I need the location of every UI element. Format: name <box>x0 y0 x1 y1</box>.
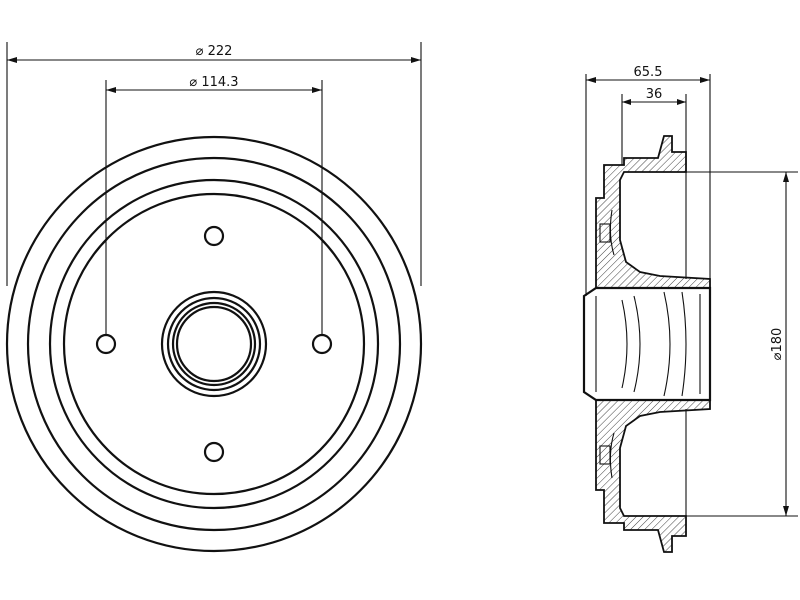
lower-lug <box>599 445 611 465</box>
upper-lug <box>599 223 611 243</box>
center-bore <box>175 305 253 383</box>
dimension-outer-diameter: ⌀ 222 <box>6 42 422 286</box>
dimension-hub-depth: 36 <box>621 87 687 165</box>
hub-bore <box>582 286 712 402</box>
drum-face-ring <box>62 192 366 496</box>
bolt-circle-label: ⌀ 114.3 <box>189 75 238 90</box>
dimension-bolt-circle: ⌀ 114.3 <box>105 75 323 335</box>
bolt-hole-top <box>203 225 225 247</box>
dimension-inner-diameter: ⌀180 <box>686 171 798 517</box>
hub-depth-label: 36 <box>646 87 663 102</box>
drum-outer-rim <box>5 135 423 553</box>
hub-ring-inner <box>171 301 257 387</box>
inner-diameter-label: ⌀180 <box>770 328 785 361</box>
outer-diameter-label: ⌀ 222 <box>196 44 233 59</box>
front-view: ⌀ 222 ⌀ 114.3 <box>5 42 423 553</box>
drum-step-ring <box>48 178 380 510</box>
overall-width-label: 65.5 <box>634 65 663 80</box>
drum-rim-ring <box>26 156 402 532</box>
hub-outer <box>160 290 268 398</box>
hub-ring <box>166 296 262 392</box>
bolt-hole-bottom <box>203 441 225 463</box>
bolt-hole-left <box>95 333 117 355</box>
side-view: 65.5 36 ⌀180 <box>582 65 798 553</box>
dimension-overall-width: 65.5 <box>585 65 711 296</box>
bolt-hole-right <box>311 333 333 355</box>
upper-wall-section <box>595 135 711 289</box>
lower-wall-section <box>595 399 711 553</box>
